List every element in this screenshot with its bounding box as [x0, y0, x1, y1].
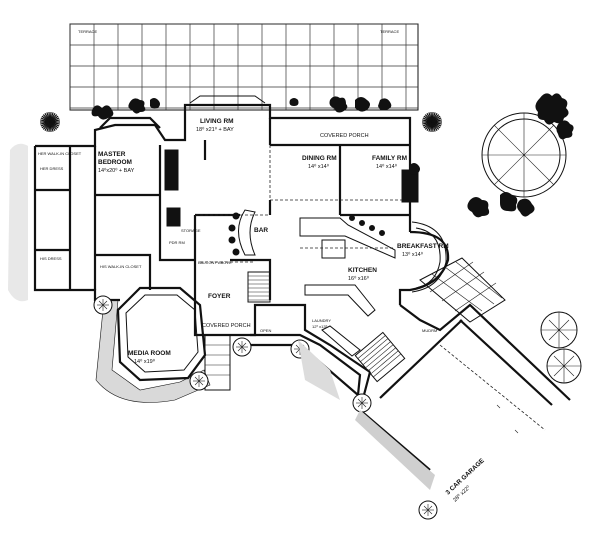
- open-label: OPEN: [260, 328, 271, 333]
- round-shrub-icon: [232, 337, 252, 357]
- covered-porch-top-label: COVERED PORCH: [320, 133, 369, 139]
- kitchen-dims: 16⁰ x16⁰: [348, 275, 370, 282]
- fireplace-icons: [164, 149, 419, 227]
- kitchen-name: KITCHEN: [348, 267, 377, 274]
- breakfast-room-name: BREAKFAST RM: [397, 243, 449, 250]
- stair-tread: [367, 347, 396, 372]
- terrace-label-left: TERRACE: [78, 29, 97, 34]
- terrace-paving: [69, 23, 419, 111]
- mud-room-label: MUDRM: [422, 328, 437, 333]
- storage-label: STORAGE: [181, 228, 201, 233]
- bar-counter: [228, 209, 256, 256]
- bay-windows: [99, 95, 266, 129]
- bar-label: BAR: [254, 227, 268, 234]
- stair-tread: [357, 335, 386, 359]
- kitchen-counters: [299, 215, 396, 357]
- stair-tread: [370, 350, 399, 375]
- her-dress-label: HER DRESS: [40, 166, 64, 171]
- media-room-name: MEDIA ROOM: [128, 350, 171, 357]
- breakfast-bay: [411, 221, 447, 293]
- dashed-openings: [195, 145, 410, 263]
- laundry-name: LAUNDRY: [312, 318, 331, 323]
- stair-tread: [373, 353, 402, 378]
- media-room-dims: 14⁰ x19⁰: [134, 358, 156, 365]
- stair-outline-rear: [354, 331, 406, 383]
- master-bedroom-name-1: MASTER: [98, 151, 126, 158]
- staircase: [247, 271, 406, 383]
- left-garden-stipple: [8, 143, 211, 403]
- covered-porch-front-label: COVERED PORCH: [202, 323, 251, 329]
- stair-outline: [247, 271, 271, 303]
- round-shrub-icon: [352, 393, 372, 413]
- round-shrub-icon: [189, 371, 209, 391]
- foyer-label: FOYER: [208, 293, 231, 300]
- family-room-name: FAMILY RM: [372, 155, 407, 162]
- terrace-label-right: TERRACE: [380, 29, 399, 34]
- her-closet-label: HER WALK-IN CLOSET: [38, 151, 82, 156]
- shrub-cluster-top-right: [410, 93, 574, 218]
- landscaping: [40, 93, 582, 520]
- living-room-name: LIVING RM: [200, 118, 234, 125]
- round-shrub-icon: [418, 500, 438, 520]
- dining-room-dims: 14⁰ x14⁰: [308, 163, 330, 170]
- garage-doors: [439, 344, 546, 434]
- master-bedroom-name-2: BEDROOM: [98, 159, 132, 166]
- sunburst-shrub-icon: [422, 111, 442, 133]
- stair-tread: [365, 344, 394, 369]
- dining-room-name: DINING RM: [302, 155, 337, 162]
- his-closet-label: HIS WALK-IN CLOSET: [100, 264, 142, 269]
- stair-tread: [360, 338, 389, 362]
- powder-room-label: PDR RM: [169, 240, 185, 245]
- interior-walls: [35, 118, 410, 300]
- stair-tread: [362, 341, 391, 365]
- master-bedroom-dims: 14⁰x20⁰ + BAY: [98, 167, 135, 174]
- sunburst-shrub-icon: [40, 111, 60, 133]
- his-dress-label: HIS DRESS: [40, 256, 62, 261]
- media-room-walls: [116, 286, 207, 382]
- balcony-above-label: BALCONY ABOVE: [198, 260, 232, 265]
- front-walk: [204, 333, 362, 398]
- breakfast-room-dims: 13⁰ x14⁰: [402, 251, 424, 258]
- family-room-dims: 14⁰ x14⁰: [376, 163, 398, 170]
- round-shrub-icon: [93, 295, 113, 315]
- laundry-dims: 12⁰ x13⁰: [312, 324, 328, 329]
- side-deck: [419, 257, 506, 323]
- living-room-dims: 18⁰ x21⁰ + BAY: [196, 126, 234, 133]
